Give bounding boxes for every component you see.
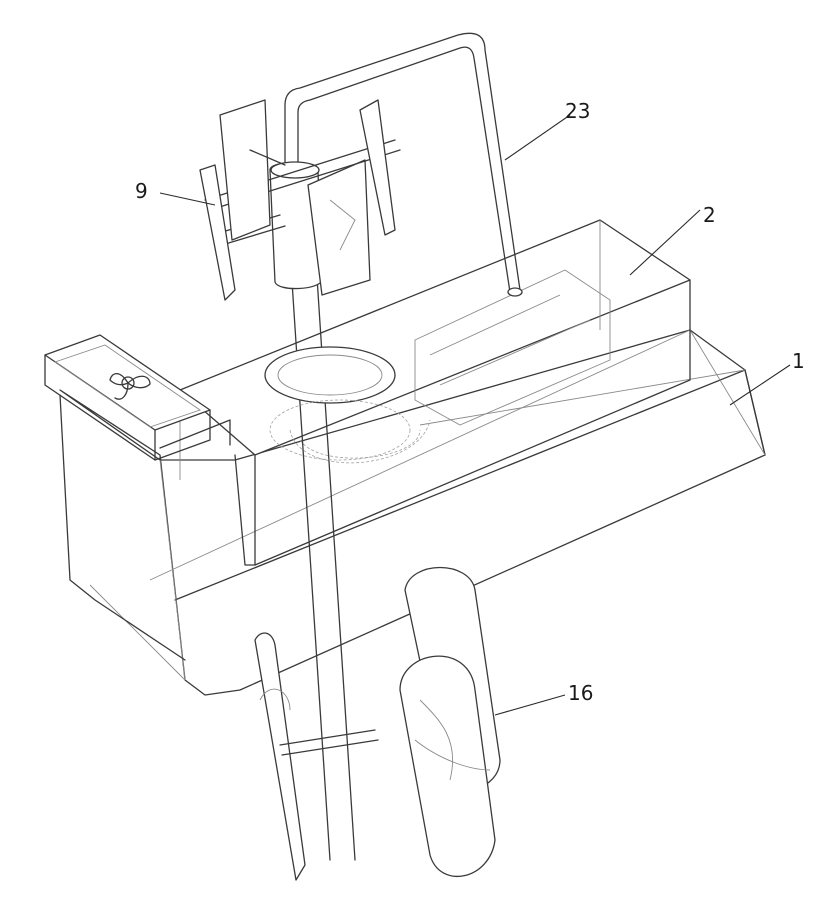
label-16: 16 [568,681,593,705]
label-9: 9 [135,179,148,203]
wind-turbine [200,100,400,300]
label-1: 1 [792,349,805,373]
label-2: 2 [703,203,716,227]
label-23: 23 [565,99,590,123]
